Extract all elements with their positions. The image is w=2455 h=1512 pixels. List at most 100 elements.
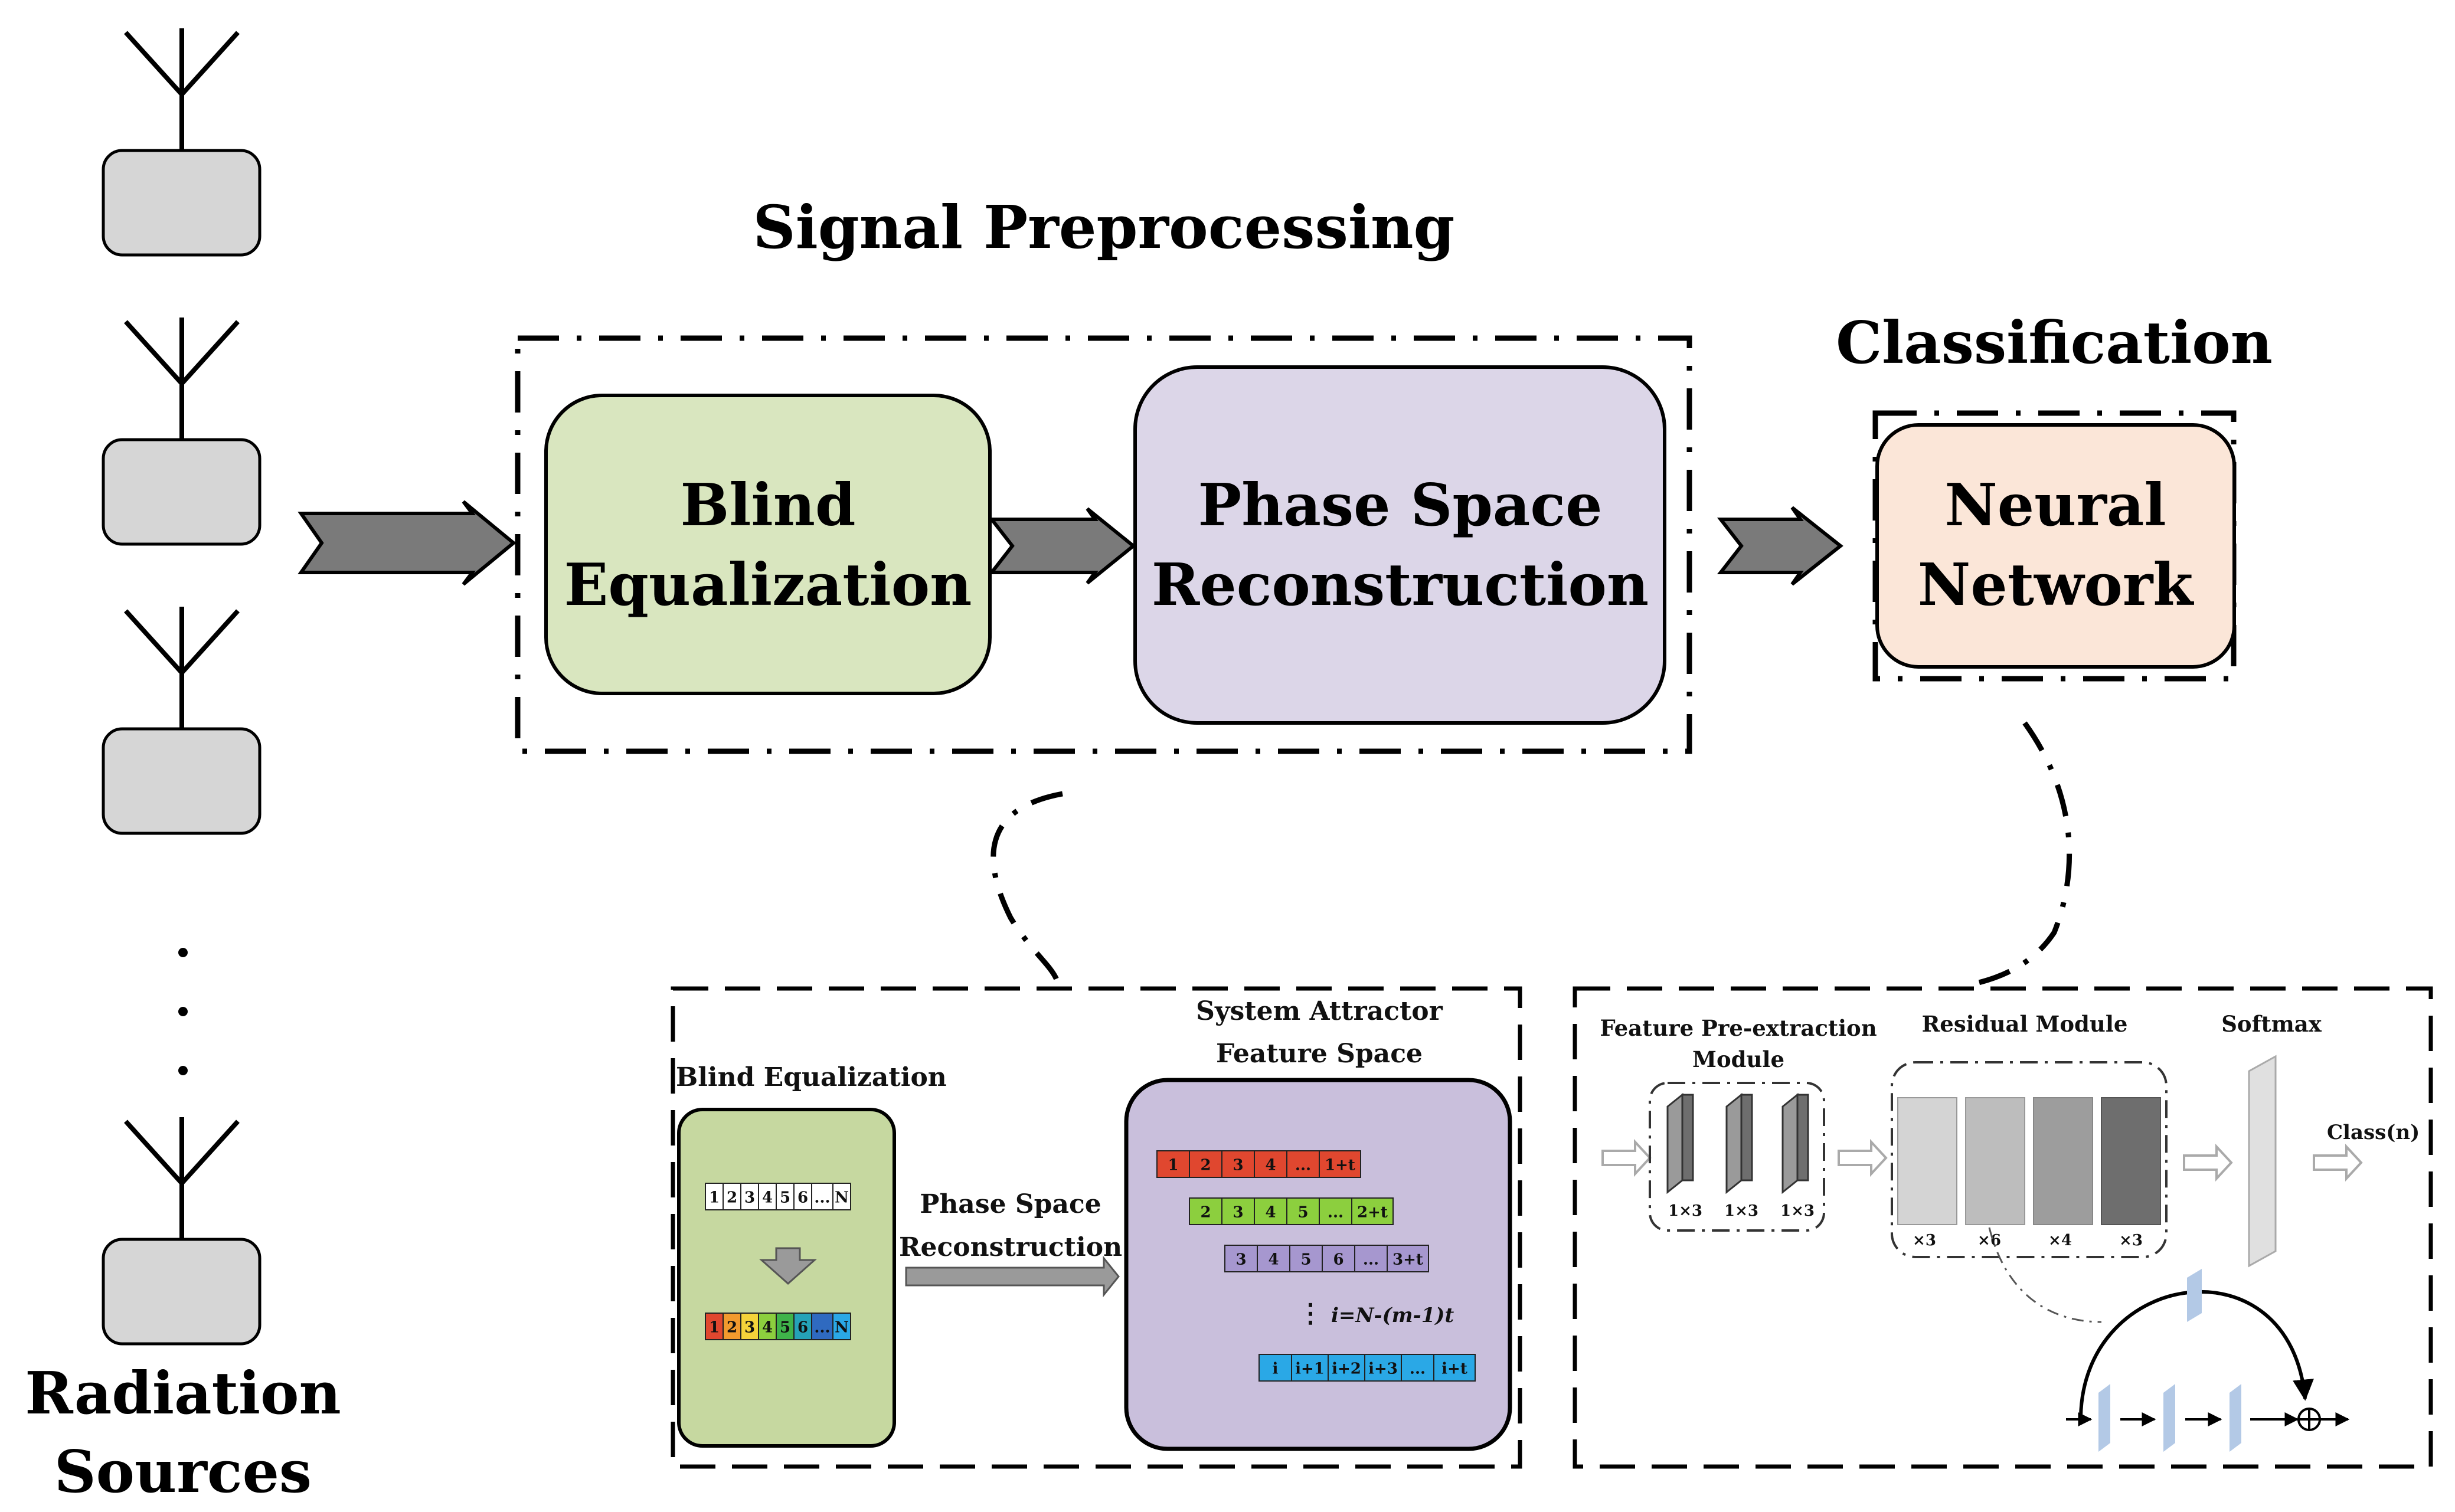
- antenna-icon: [124, 318, 240, 440]
- sequence-cell: [723, 1313, 741, 1340]
- detail-phase-label-1: Phase Space: [920, 1189, 1101, 1219]
- sequence-cell-label: 2+t: [1357, 1203, 1388, 1221]
- sequence-cell: [1319, 1197, 1352, 1225]
- conv-block: [1725, 1092, 1753, 1194]
- sequence-cell-label: 5: [1300, 1251, 1311, 1268]
- sequence-cell-label: 1: [709, 1318, 720, 1336]
- softmax-title: Softmax: [2221, 1011, 2322, 1037]
- sequence-cell-label: 3: [1233, 1203, 1243, 1221]
- sequence-cell-label: 3: [1233, 1156, 1243, 1174]
- sequence-cell-label: 4: [762, 1189, 773, 1206]
- blind-equalization-block: Blind Equalization: [544, 394, 992, 695]
- sequence-cell-label: 5: [780, 1318, 790, 1336]
- antenna-icon: [124, 1117, 240, 1239]
- connector-curve-right: [1965, 721, 2072, 989]
- conv-block: [1666, 1092, 1694, 1194]
- neural-network-label-2: Network: [1918, 551, 2195, 619]
- conv-block: [1781, 1092, 1809, 1194]
- residual-stage: [1897, 1097, 1957, 1225]
- sequence-cell: [1189, 1150, 1222, 1178]
- classification-title: Classification: [1836, 309, 2273, 377]
- residual-repeat-label: ×4: [2048, 1232, 2072, 1249]
- detail-panel-network: Feature Pre-extraction Module Residual M…: [1573, 986, 2433, 1469]
- class-output-label: Class(n): [2327, 1121, 2420, 1144]
- antenna-icon: [124, 607, 240, 729]
- conv-size-label: 1×3: [1668, 1202, 1702, 1220]
- sequence-cell: [776, 1313, 795, 1340]
- sequence-cell: [758, 1313, 777, 1340]
- residual-stage: [2033, 1097, 2093, 1225]
- blind-equalization-label-2: Equalization: [564, 551, 972, 619]
- sequence-cell: [1364, 1354, 1402, 1382]
- residual-repeat-label: ×3: [2119, 1232, 2143, 1249]
- hollow-arrow-icon: [1601, 1138, 2363, 1182]
- softmax-layer: [2248, 1055, 2277, 1268]
- neural-network-label-1: Neural: [1944, 472, 2166, 539]
- sequence-cell-label: 4: [1268, 1251, 1279, 1268]
- sequence-cell: [832, 1183, 851, 1210]
- sequence-cell-label: 4: [762, 1318, 773, 1336]
- sequence-cell-label: N: [835, 1318, 849, 1336]
- conv-size-label: 1×3: [1724, 1202, 1758, 1220]
- pre-extraction-module-box: [1649, 1082, 1825, 1232]
- sequence-cell: [793, 1313, 812, 1340]
- sequence-cell-label: i+3: [1368, 1360, 1398, 1377]
- sequence-cell-label: i+2: [1332, 1360, 1361, 1377]
- index-formula-label: i=N-(m-1)t: [1331, 1304, 1454, 1327]
- sequence-cell: [1286, 1197, 1320, 1225]
- conv-size-label: 1×3: [1780, 1202, 1815, 1220]
- sequence-cell-label: 2: [727, 1189, 737, 1206]
- sequence-cell: [811, 1313, 833, 1340]
- blind-equalization-label-1: Blind: [680, 472, 855, 539]
- source-ellipsis: [178, 948, 188, 1075]
- neural-network-block: Neural Network: [1875, 423, 2236, 669]
- sequence-cell-label: ...: [1363, 1251, 1379, 1268]
- phase-space-block: Phase Space Reconstruction: [1133, 365, 1666, 725]
- phase-space-label-1: Phase Space: [1198, 472, 1603, 539]
- sequence-cell: [1354, 1245, 1388, 1272]
- arrow-right-icon: [988, 507, 1136, 585]
- pre-extraction-title-2: Module: [1692, 1046, 1784, 1072]
- sequence-cell-label: 4: [1265, 1156, 1276, 1174]
- sequence-cell: [1286, 1150, 1320, 1178]
- sequence-cell-label: i+t: [1441, 1360, 1467, 1377]
- sequence-cell: [1156, 1150, 1190, 1178]
- down-arrow-icon: [759, 1247, 817, 1285]
- source-3: [102, 607, 261, 835]
- pre-extraction-title-1: Feature Pre-extraction: [1600, 1015, 1877, 1041]
- arrow-right-icon: [905, 1255, 1120, 1298]
- residual-module-box: [1891, 1061, 2168, 1258]
- residual-block-dashed-link: [1988, 1227, 2102, 1323]
- sequence-cell-label: 3: [744, 1318, 755, 1336]
- sequence-cell-label: 3: [1235, 1251, 1246, 1268]
- phase-space-label-2: Reconstruction: [1152, 551, 1649, 619]
- sequence-cell: [1221, 1150, 1255, 1178]
- sequence-cell: [1291, 1354, 1329, 1382]
- sequence-cell-label: 6: [797, 1189, 808, 1206]
- sequence-cell: [832, 1313, 851, 1340]
- preprocessing-group-border: [515, 335, 1692, 754]
- sequence-cell-label: ...: [1295, 1156, 1311, 1174]
- connector-curve-left: [991, 791, 1063, 981]
- sequence-cell: [1351, 1197, 1394, 1225]
- sequence-cell-label: 2: [1200, 1203, 1211, 1221]
- sequence-cell-label: 5: [1297, 1203, 1308, 1221]
- sequence-cell-label: 4: [1265, 1203, 1276, 1221]
- sequence-cell-label: 5: [780, 1189, 790, 1206]
- attractor-title-2: Feature Space: [1216, 1039, 1423, 1069]
- residual-repeat-label: ×6: [1977, 1232, 2001, 1249]
- sequence-cell-label: 3: [744, 1189, 755, 1206]
- sequence-cell-label: 2: [727, 1318, 737, 1336]
- source-n: [102, 1117, 261, 1346]
- residual-stage: [1965, 1097, 2025, 1225]
- radiation-label: Radiation: [25, 1360, 341, 1428]
- sequence-cell-label: N: [835, 1189, 849, 1206]
- sequence-cell: [1258, 1354, 1292, 1382]
- sequence-cell: [1433, 1354, 1476, 1382]
